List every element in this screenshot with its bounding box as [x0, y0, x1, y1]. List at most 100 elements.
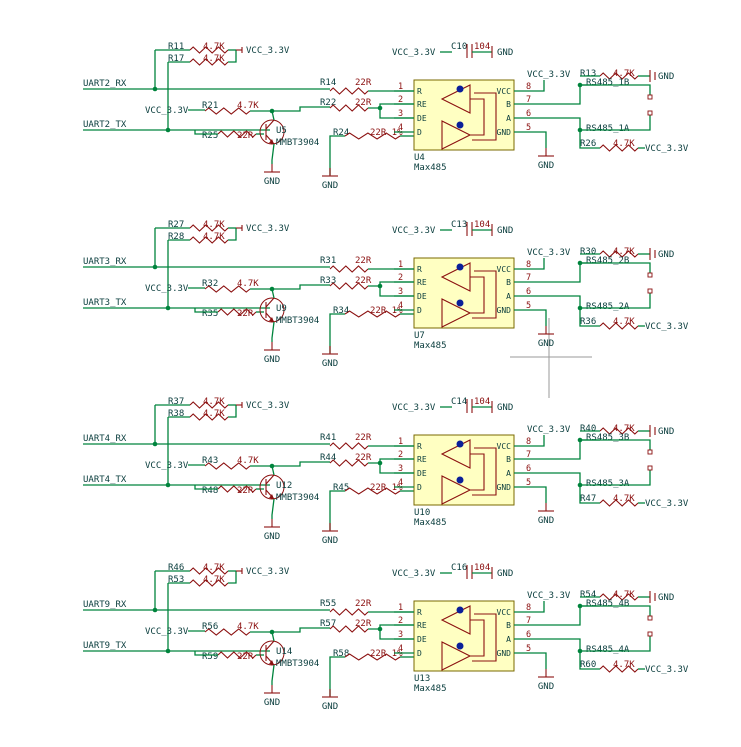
cap-gnd-label: GND [497, 48, 513, 58]
ic-pin-label-right: B [506, 621, 511, 630]
connector-pad [647, 288, 653, 294]
cap-gnd-label: GND [497, 226, 513, 236]
vcc-label-left: VCC_3.3V [145, 106, 189, 116]
wire [580, 84, 651, 95]
r-rx-ref: R55 [320, 599, 336, 609]
rs485-a-wire [536, 295, 581, 308]
r-d-ref: R24 [333, 128, 349, 138]
r-a-resistor [599, 665, 639, 673]
r-a-resistor [599, 144, 639, 152]
ic-pin-label-left: RE [417, 100, 427, 109]
ic-pin-number-left: 4 [398, 644, 403, 654]
transistor-arrow [269, 317, 274, 322]
ic-internal-line [470, 619, 485, 657]
ic-pin-label-right: B [506, 100, 511, 109]
wire [329, 313, 345, 353]
rs485-a-label: RS485_4A [586, 645, 630, 655]
r-vcc-ref: R56 [202, 622, 218, 632]
ic-pin-label-right: A [506, 635, 511, 644]
r-b-value: 4.7K [613, 69, 635, 79]
cap-value: 104 [474, 220, 490, 230]
r-re-ref: R57 [320, 619, 336, 629]
pullup-rx-value: 4.7K [203, 563, 225, 573]
transistor-collector [265, 297, 275, 308]
transistor-collector [265, 119, 275, 130]
wire [272, 627, 330, 633]
wire [194, 130, 218, 135]
transistor-arrow [269, 139, 274, 144]
cap-vcc-label: VCC_3.3V [392, 226, 436, 236]
transistor-part: MMBT3904 [276, 493, 319, 503]
pullup-rx-ref: R27 [168, 220, 184, 230]
wire [329, 135, 345, 175]
rs485-b-wire [536, 263, 581, 283]
r-re-ref: R44 [320, 453, 336, 463]
pullup-tx-value: 4.7K [203, 409, 225, 419]
ic-pin-label-left: DE [417, 114, 427, 123]
ic-pin-number-right: 6 [526, 464, 531, 474]
wire [271, 110, 275, 121]
r-a-ref: R36 [580, 317, 596, 327]
r-d-resistor [344, 653, 401, 661]
r-re-value: 22R [355, 619, 372, 629]
ic-pin-label-left: RE [417, 621, 427, 630]
uart-tx-label: UART4_TX [83, 475, 127, 485]
r-d-resistor [344, 310, 401, 318]
rs485-b-wire [536, 85, 581, 105]
r-rx-ref: R41 [320, 433, 336, 443]
ic-pin-number-left: 1 [398, 82, 403, 92]
r-a-resistor [599, 322, 639, 330]
driver-buffer [441, 298, 472, 328]
driver-buffer [441, 641, 472, 671]
wire [536, 309, 547, 326]
r-b-gnd-label: GND [658, 72, 674, 82]
junction-dot [165, 482, 171, 488]
gnd-label: GND [264, 698, 280, 708]
pullup-rx-resistor [189, 401, 229, 409]
ic-pin-label-right: B [506, 455, 511, 464]
pullup-tx-value: 4.7K [203, 232, 225, 242]
connector-pad [647, 272, 653, 278]
wire [272, 106, 330, 112]
ic-pin-number-right: 7 [526, 95, 531, 105]
cap-ref: C13 [451, 220, 467, 230]
ic-vcc-label: VCC_3.3V [527, 70, 571, 80]
ic-pin-label-left: D [417, 483, 422, 492]
ic-pin-number-right: 6 [526, 287, 531, 297]
r-base-value: 22R [237, 486, 254, 496]
wire [536, 601, 545, 613]
vcc-label: VCC_3.3V [246, 401, 290, 411]
vcc-label: VCC_3.3V [246, 567, 290, 577]
wire [536, 652, 547, 669]
ic-internal-line [472, 613, 497, 662]
r-re-ref: R33 [320, 276, 336, 286]
junction-dot [152, 607, 158, 613]
pullup-tx-resistor [189, 413, 229, 421]
junction-dot [152, 441, 158, 447]
r-base-ref: R48 [202, 486, 218, 496]
r-vcc-value: 4.7K [237, 279, 259, 289]
wire [329, 490, 345, 530]
ic-pin-label-left: D [417, 649, 422, 658]
connector-pad [647, 110, 653, 116]
ic-pin-label-right: VCC [497, 87, 512, 96]
ic-pin-label-right: GND [497, 649, 512, 658]
r-a-resistor [599, 499, 639, 507]
pullup-tx-resistor [189, 236, 229, 244]
pullup-rx-resistor [189, 46, 229, 54]
r-rx-resistor [329, 608, 369, 616]
vcc-label-left: VCC_3.3V [145, 627, 189, 637]
r-b-resistor [599, 593, 639, 601]
wire [228, 405, 237, 418]
r-b-resistor [599, 250, 639, 258]
cap-vcc-label: VCC_3.3V [392, 48, 436, 58]
r-base-resistor [217, 485, 257, 493]
transistor-ref: U12 [276, 481, 292, 491]
wire [368, 628, 414, 640]
cap-ref: C14 [451, 397, 467, 407]
ic-ref: U7 [414, 331, 425, 341]
wire [194, 485, 218, 490]
wire [536, 435, 545, 447]
ic-internal-line [470, 276, 485, 314]
